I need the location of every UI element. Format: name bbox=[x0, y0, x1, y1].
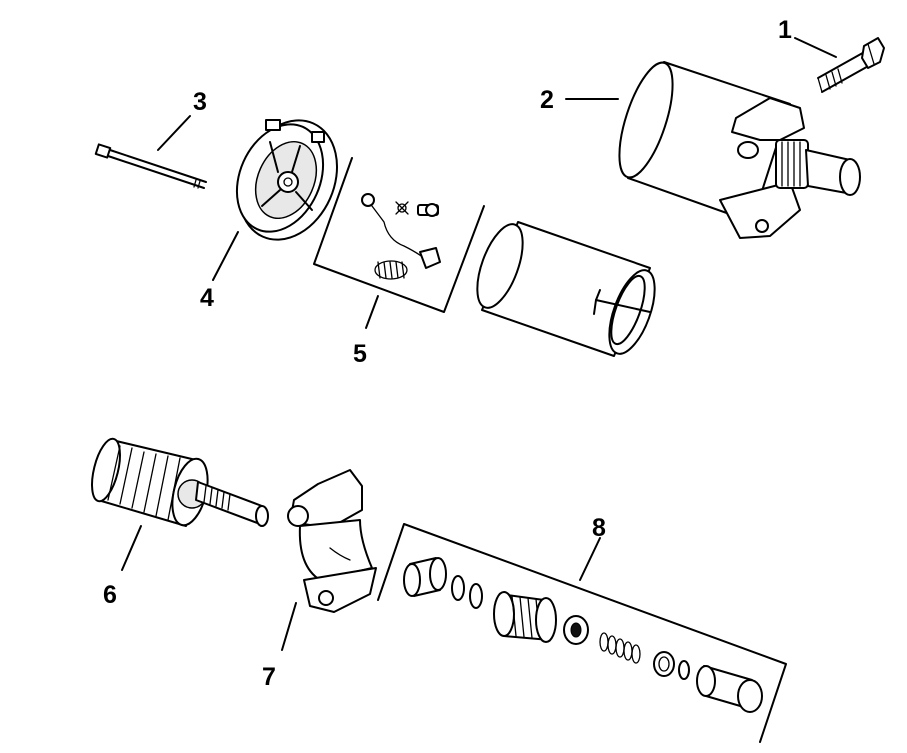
callout-5: 5 bbox=[353, 340, 367, 368]
part-1-bolt bbox=[817, 37, 885, 93]
part-5-brush-kit bbox=[313, 157, 485, 313]
part-6-armature bbox=[91, 437, 269, 527]
callout-1: 1 bbox=[778, 16, 792, 44]
leader-8 bbox=[579, 537, 601, 581]
leader-7 bbox=[281, 602, 297, 651]
leader-3 bbox=[157, 115, 191, 151]
callout-3: 3 bbox=[193, 88, 207, 116]
part-4-end-cap bbox=[235, 119, 339, 241]
part-3-through-bolt bbox=[94, 143, 207, 189]
leader-5 bbox=[365, 295, 379, 329]
callout-6: 6 bbox=[103, 581, 117, 609]
callout-8: 8 bbox=[592, 514, 606, 542]
part-2-starter-motor bbox=[618, 61, 861, 239]
housing-cylinder bbox=[476, 221, 656, 357]
leader-1 bbox=[794, 37, 837, 58]
part-8-drive-kit bbox=[377, 523, 787, 743]
callout-4: 4 bbox=[200, 284, 214, 312]
callout-2: 2 bbox=[540, 86, 554, 114]
callout-7: 7 bbox=[262, 663, 276, 691]
leader-6 bbox=[121, 525, 142, 571]
leader-4 bbox=[212, 231, 239, 281]
part-7-drive-end-bracket bbox=[287, 469, 377, 613]
